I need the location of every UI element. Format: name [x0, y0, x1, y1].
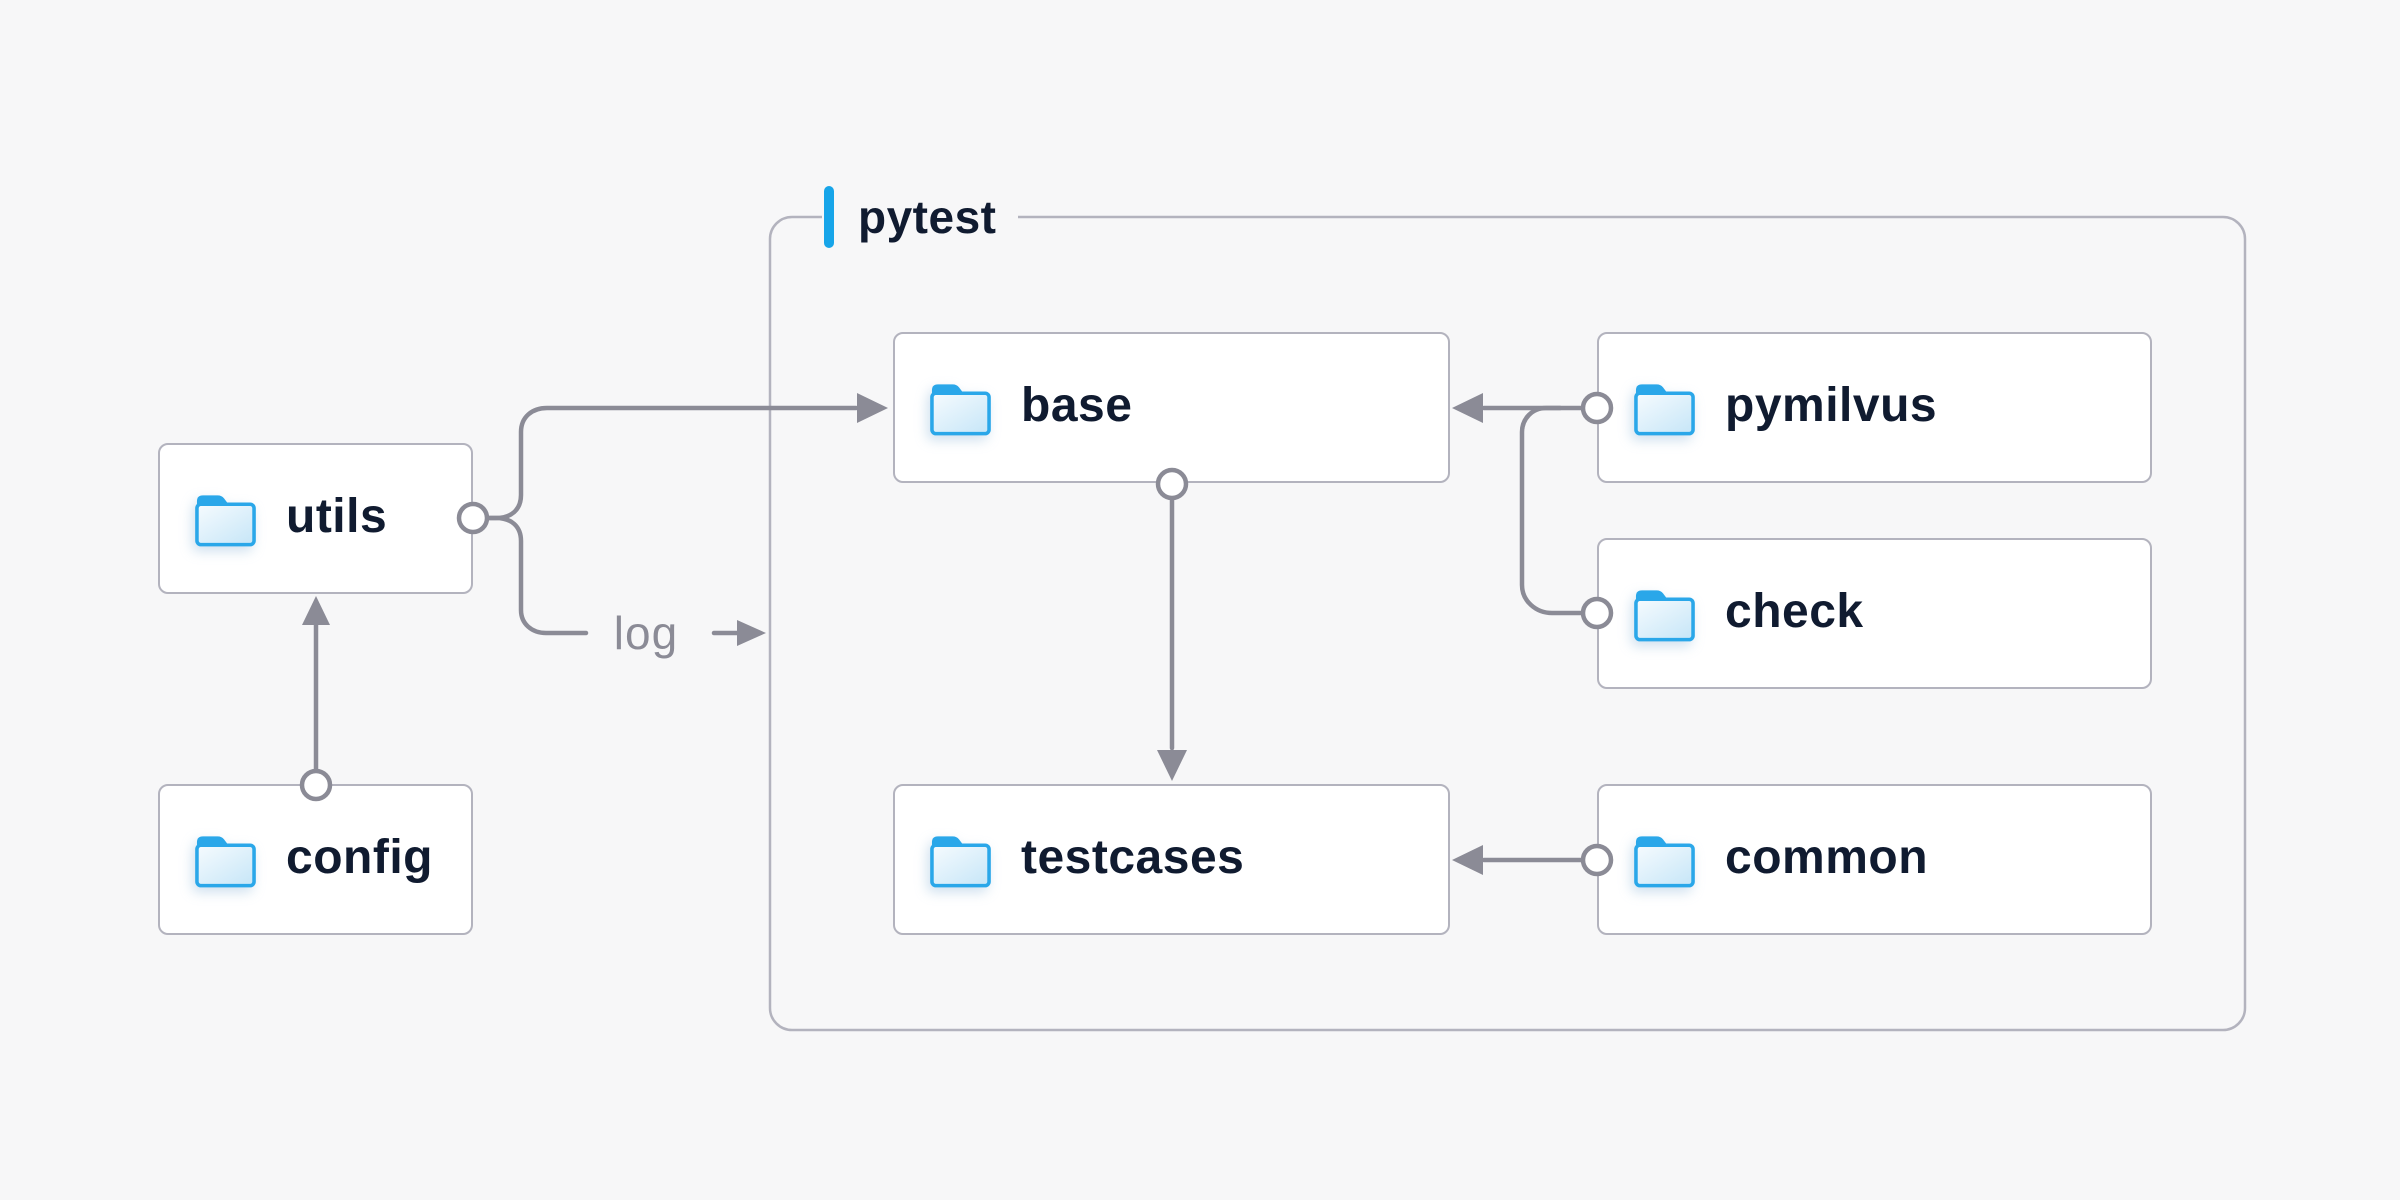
node-common: common: [1597, 784, 2152, 935]
node-testcases: testcases: [893, 784, 1450, 935]
node-check: check: [1597, 538, 2152, 689]
folder-icon: [195, 835, 256, 887]
edge-utils-to-base: [486, 393, 888, 521]
node-label-pymilvus: pymilvus: [1725, 378, 1938, 432]
node-label-config: config: [286, 830, 433, 884]
node-config: config: [158, 784, 473, 935]
edge-pymilvus-to-base: [1452, 393, 1584, 423]
log-edge-label: log: [613, 607, 679, 659]
node-label-utils: utils: [286, 489, 388, 543]
node-label-check: check: [1725, 584, 1864, 638]
edge-base-to-testcases: [1157, 497, 1187, 781]
edge-check-to-base: [1519, 405, 1584, 616]
pytest-accent-bar: [824, 186, 834, 248]
node-label-common: common: [1725, 830, 1929, 884]
node-utils: utils: [158, 443, 473, 594]
folder-icon: [1634, 589, 1695, 641]
node-label-base: base: [1021, 378, 1133, 432]
pytest-group-label: pytest: [858, 191, 997, 243]
folder-icon: [1634, 835, 1695, 887]
edge-common-to-testcases: [1452, 845, 1584, 875]
folder-icon: [195, 494, 256, 546]
folder-icon: [1634, 383, 1695, 435]
folder-icon: [930, 835, 991, 887]
node-label-testcases: testcases: [1021, 830, 1245, 884]
folder-icon: [930, 383, 991, 435]
node-base: base: [893, 332, 1450, 483]
edge-config-to-utils: [302, 596, 330, 772]
node-pymilvus: pymilvus: [1597, 332, 2152, 483]
